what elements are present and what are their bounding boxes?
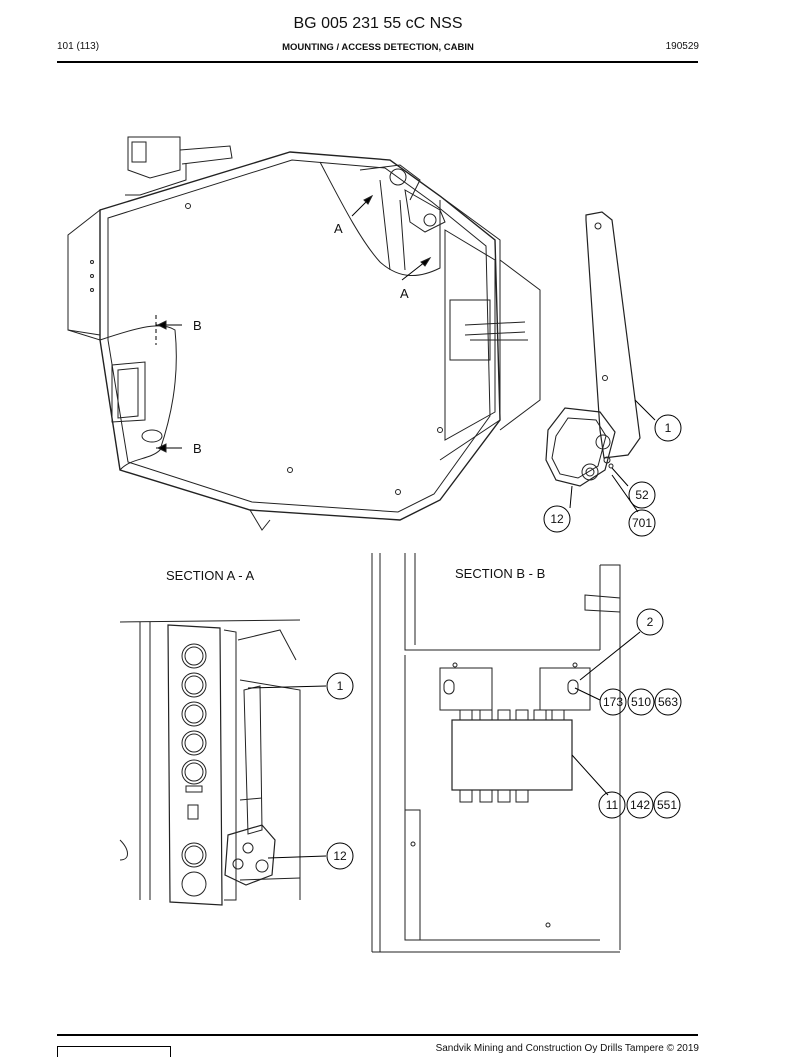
section-b-title: SECTION B - B [455,566,546,581]
section-b-view [371,553,621,953]
access-detector-bracket [545,211,641,487]
footer-rule [57,1034,698,1036]
callout-main-12: 12 [550,512,564,526]
sandvik-logo [57,1046,171,1057]
section-title: MOUNTING / ACCESS DETECTION, CABIN [282,42,474,53]
header-rule [57,61,698,63]
section-a-marker-upper: A [334,221,343,236]
document-date: 190529 [665,41,699,52]
callout-section-a-12: 12 [333,849,347,863]
callout-leaders-section-a [247,685,327,859]
callout-leaders-section-b [571,631,641,796]
footer-copyright: Sandvik Mining and Construction Oy Drill… [435,1043,699,1054]
section-a-view [119,619,301,906]
section-cut-arrows [155,194,432,453]
callout-circles [326,414,682,870]
section-a-title: SECTION A - A [166,568,255,583]
callout-main-52: 52 [635,488,649,502]
section-b-marker-lower: B [193,441,202,456]
callout-section-b-2: 2 [647,615,654,629]
callout-main-701: 701 [632,516,652,530]
callout-leaders-main [569,399,656,513]
callout-section-b-11: 11 [606,798,619,812]
callout-section-a-1: 1 [337,679,344,693]
page-number: 101 (113) [57,41,100,52]
section-a-marker-lower: A [400,286,409,301]
document-title: BG 005 231 55 cC NSS [293,15,463,32]
callout-section-b-563: 563 [658,695,678,709]
callout-section-b-173: 173 [603,695,623,709]
callout-section-b-142: 142 [630,798,650,812]
callout-section-b-551: 551 [657,798,677,812]
cabin-main-view [67,136,541,531]
section-b-marker-upper: B [193,318,202,333]
callout-section-b-510: 510 [631,695,651,709]
callout-main-1: 1 [665,421,672,435]
